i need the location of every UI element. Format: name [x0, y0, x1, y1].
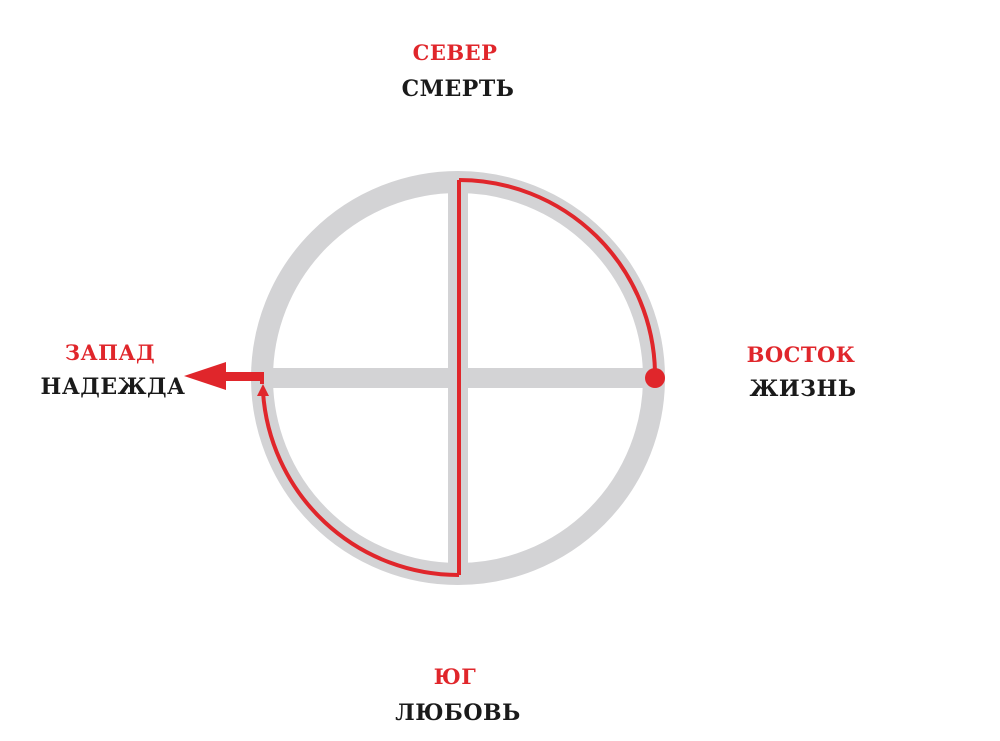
path-start-dot — [645, 368, 665, 388]
exit-arrow-head — [184, 362, 226, 390]
north-meaning-label: СМЕРТЬ — [401, 76, 515, 102]
west-meaning-label: НАДЕЖДА — [40, 374, 186, 400]
south-meaning-label: ЛЮБОВЬ — [395, 700, 521, 726]
path-east-to-north-arc — [458, 178, 657, 373]
path-south-to-west-arc — [261, 391, 460, 578]
west-direction-label: ЗАПАД — [64, 340, 156, 365]
east-direction-label: ВОСТОК — [746, 342, 856, 367]
south-direction-label: ЮГ — [433, 664, 477, 689]
exit-arrow-shaft — [222, 372, 264, 381]
north-direction-label: СЕВЕР — [412, 40, 498, 65]
path-west-arrowhead-small — [257, 384, 269, 396]
east-meaning-label: ЖИЗНЬ — [749, 376, 857, 402]
